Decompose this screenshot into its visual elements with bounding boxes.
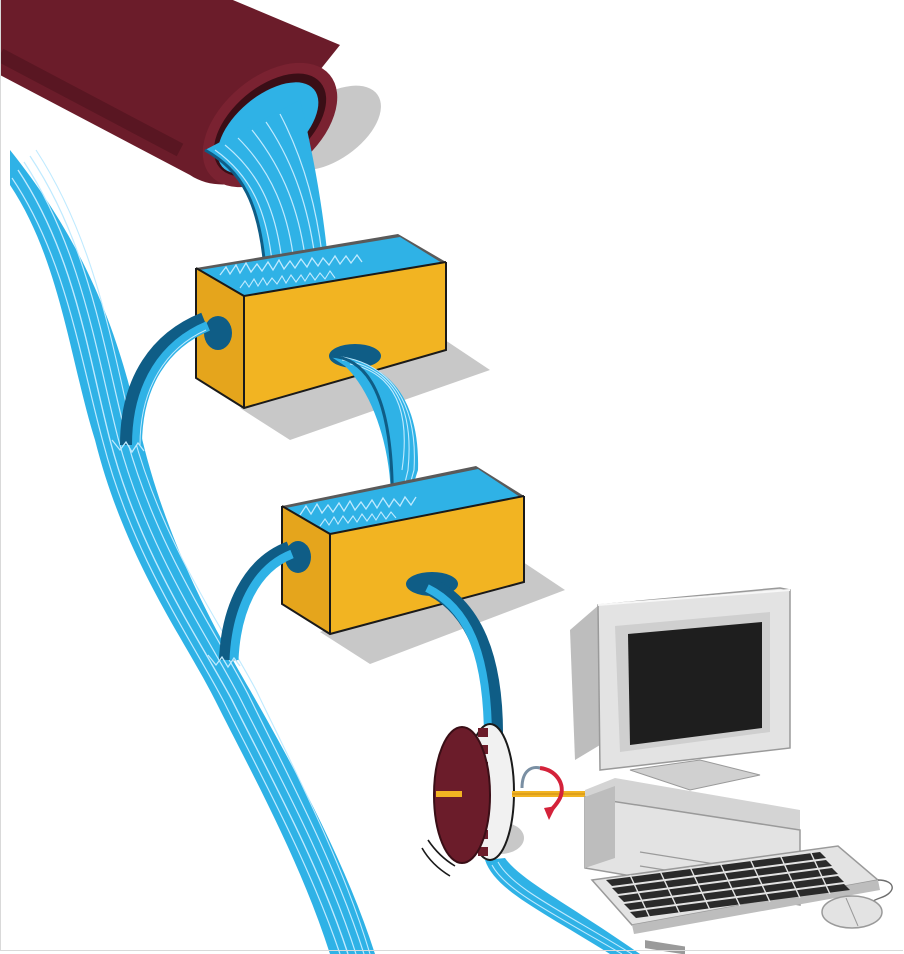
computer-monitor <box>570 588 790 770</box>
lower-tank <box>282 466 565 664</box>
upper-tank <box>196 234 490 440</box>
overflow-hose-lower <box>208 550 292 667</box>
computer <box>570 588 892 954</box>
source-pipe <box>0 0 396 212</box>
mouse <box>822 896 882 928</box>
